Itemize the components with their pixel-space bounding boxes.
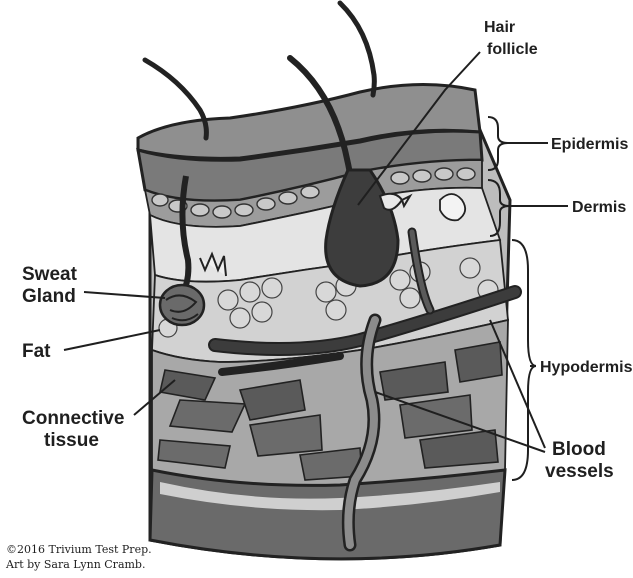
cell xyxy=(412,169,432,183)
hair-follicle-label-line2: follicle xyxy=(487,41,538,58)
blood-vessel-vertical-inner xyxy=(344,316,379,549)
connective-tissue-label-line2: tissue xyxy=(44,430,99,451)
sweat-gland-coil xyxy=(158,283,206,327)
hair-follicle-bulb xyxy=(324,168,400,288)
hair-shaft-left xyxy=(142,57,209,141)
fat-cell xyxy=(399,287,421,309)
nerve-ending xyxy=(199,251,227,277)
tissue-slab xyxy=(159,369,217,401)
cell xyxy=(234,203,254,217)
connective-tissue-label-line1: Connective xyxy=(22,408,124,429)
cell xyxy=(456,167,476,181)
sweat-gland-label-line2: Gland xyxy=(22,286,76,307)
sweat-gland-leader xyxy=(83,291,166,299)
fat-cell xyxy=(325,299,347,321)
fat-cell xyxy=(251,301,273,323)
cell xyxy=(190,203,210,217)
dermis-label: Dermis xyxy=(572,199,626,216)
epidermis-label: Epidermis xyxy=(551,136,628,153)
fat-leader xyxy=(63,329,161,351)
cell xyxy=(278,191,298,205)
dermal-cells xyxy=(151,167,476,219)
fat-cell xyxy=(217,289,239,311)
hair-follicle-leader xyxy=(357,51,481,206)
fat-cell xyxy=(229,307,251,329)
fat-cell xyxy=(389,269,411,291)
hair-follicle-group xyxy=(142,0,467,288)
tissue-slab xyxy=(454,341,503,383)
fat-cell xyxy=(459,257,481,279)
tissue-slab xyxy=(249,414,323,457)
cell xyxy=(151,193,169,207)
fat-cell xyxy=(315,281,337,303)
leader-lines xyxy=(63,51,568,453)
tissue-slab xyxy=(238,379,306,421)
sweat-gland-label-line1: Sweat xyxy=(22,264,78,285)
cell xyxy=(256,197,276,211)
blood-vessel-horizontal-inner xyxy=(210,287,520,354)
blood-vessels-label-line2: vessels xyxy=(545,461,614,482)
tissue-slab xyxy=(157,439,231,469)
blood-vessels-label-line1: Blood xyxy=(552,439,606,460)
credit: ©2016 Trivium Test Prep. Art by Sara Lyn… xyxy=(5,543,152,571)
bottom-light-stripe xyxy=(160,482,500,511)
sweat-gland xyxy=(158,175,227,327)
credit-line-1: ©2016 Trivium Test Prep. xyxy=(6,543,152,556)
tissue-slab xyxy=(379,361,449,401)
blood-vessel-capillary xyxy=(218,352,344,376)
fat-label: Fat xyxy=(22,341,51,362)
credit-line-2: Art by Sara Lynn Cramb. xyxy=(5,558,145,571)
fat-cell xyxy=(261,277,283,299)
blood-vessels-leader-b xyxy=(489,319,546,449)
connective-tissue-slabs xyxy=(157,341,503,481)
sebaceous-gland xyxy=(378,192,413,211)
bottom-band xyxy=(148,468,507,561)
fat-cell xyxy=(239,281,261,303)
connective-tissue-leader xyxy=(133,379,176,416)
hair-shaft-right xyxy=(337,0,377,98)
cell xyxy=(212,205,232,219)
blood-vessels xyxy=(208,227,522,552)
sweat-gland-coil-lines xyxy=(165,294,199,322)
blood-vessel-loop-inner xyxy=(409,229,433,313)
tissue-slab xyxy=(399,394,473,439)
cell xyxy=(300,185,320,199)
hair-follicle-label-line1: Hair xyxy=(484,19,515,36)
hypodermis-label: Hypodermis xyxy=(540,359,633,376)
blood-vessels-leader-a xyxy=(374,391,546,453)
arrector-pili xyxy=(439,193,467,222)
cell xyxy=(390,171,410,185)
cell xyxy=(434,167,454,181)
labels: Hair follicle Epidermis Dermis Hypodermi… xyxy=(22,19,633,482)
tissue-slab xyxy=(419,429,499,469)
tissue-slab xyxy=(168,399,247,433)
